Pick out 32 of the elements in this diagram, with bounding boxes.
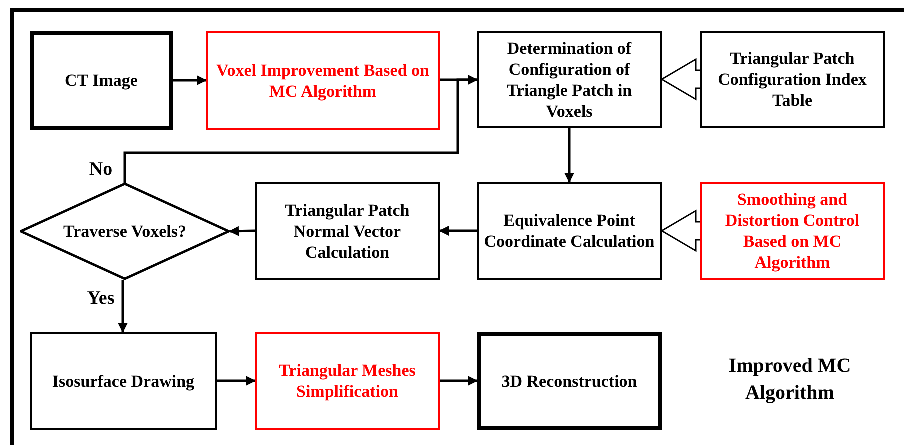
node-text: Triangular Patch Normal Vector Calculation — [284, 200, 411, 262]
node-text: Triangular Meshes Simplification — [278, 360, 417, 402]
process-box — [700, 31, 885, 128]
arrow — [118, 280, 128, 333]
process-box — [477, 31, 662, 128]
arrow — [217, 376, 256, 386]
node-text: Isosurface Drawing — [51, 370, 196, 392]
node-text: 3D Reconstruction — [500, 370, 638, 392]
node-text: Determination of Configuration of Triangle Patch in Voxels — [506, 38, 634, 122]
node-text: Traverse Voxels? — [62, 221, 188, 242]
process-box — [30, 332, 217, 430]
node-text: Equivalence Point Coordinate Calculation — [483, 210, 656, 252]
node-text: Triangular Patch Configuration Index Table — [717, 48, 868, 111]
node-text: Voxel Improvement Based on MC Algorithm — [216, 60, 430, 102]
node-text: CT Image — [64, 70, 139, 91]
block-arrow — [660, 58, 701, 101]
arrow — [564, 128, 574, 183]
diagram-label: Improved MC Algorithm — [728, 354, 852, 406]
arrow — [229, 226, 256, 236]
arrow — [440, 376, 478, 386]
process-box — [477, 182, 662, 280]
process-box — [30, 31, 173, 130]
process-box — [206, 31, 440, 130]
process-box — [255, 332, 440, 430]
block-arrow — [660, 210, 701, 252]
arrow — [173, 76, 207, 86]
arrow — [439, 226, 477, 236]
arrow — [124, 75, 478, 183]
node-text: Smoothing and Distortion Control Based on MC Algorithm — [724, 189, 861, 273]
process-box — [477, 332, 662, 430]
process-box — [255, 182, 440, 280]
process-box — [700, 182, 885, 280]
